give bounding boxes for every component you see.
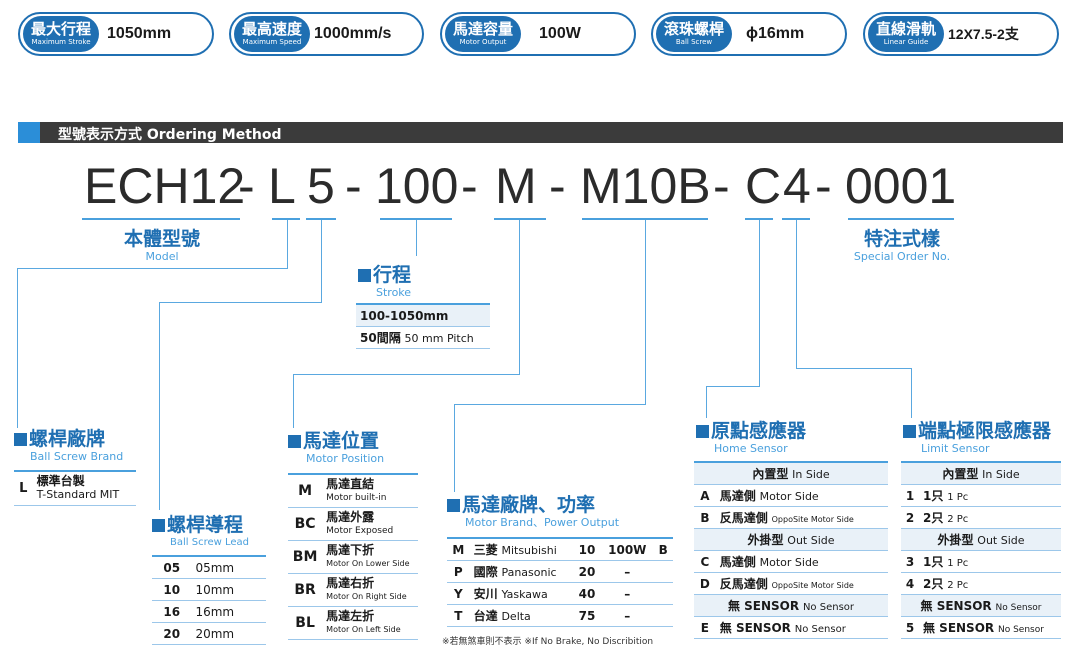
code-special: 0001 bbox=[845, 158, 957, 214]
code-dash: - bbox=[238, 158, 255, 214]
underline-position bbox=[494, 218, 546, 220]
special-order-label: 特注式樣 Special Order No. bbox=[853, 228, 951, 263]
table-row: 無 SENSOR No Sensor bbox=[694, 594, 888, 617]
limit-sensor-title: 端點極限感應器 Limit Sensor bbox=[903, 420, 1051, 455]
header-square-icon bbox=[18, 122, 40, 143]
ordering-method-header: 型號表示方式 Ordering Method bbox=[18, 122, 1063, 143]
table-row: 外掛型 Out Side bbox=[694, 528, 888, 551]
code-lead: 5 bbox=[307, 158, 335, 214]
position-title: 馬達位置 Motor Position bbox=[288, 430, 384, 465]
code-dash: - bbox=[549, 158, 566, 214]
motor-note: ※若無煞車則不表示 ※If No Brake, No Discribition bbox=[442, 637, 654, 647]
stroke-table: 100-1050mm 50間隔 50 mm Pitch bbox=[356, 303, 490, 349]
square-bullet-icon bbox=[447, 499, 460, 512]
model-label: 本體型號 Model bbox=[123, 228, 200, 263]
square-bullet-icon bbox=[358, 269, 371, 282]
table-row: 外掛型 Out Side bbox=[901, 528, 1061, 551]
code-body: ECH12 bbox=[84, 158, 246, 214]
code-brand: L bbox=[268, 158, 296, 214]
underline-motor bbox=[582, 218, 708, 220]
square-bullet-icon bbox=[14, 433, 27, 446]
square-bullet-icon bbox=[152, 519, 165, 532]
code-position: M bbox=[495, 158, 537, 214]
code-dash: - bbox=[345, 158, 362, 214]
code-dash: - bbox=[713, 158, 730, 214]
stroke-title: 行程 Stroke bbox=[358, 264, 411, 299]
spec-value: 12X7.5-2支 bbox=[948, 26, 1019, 42]
underline-special bbox=[848, 218, 954, 220]
code-stroke: 100 bbox=[375, 158, 459, 214]
spec-value: 100W bbox=[539, 25, 581, 42]
square-bullet-icon bbox=[288, 435, 301, 448]
spec-value: 1050mm bbox=[107, 25, 172, 42]
table-row: 無 SENSOR No Sensor bbox=[901, 594, 1061, 617]
spec-value: ϕ16mm bbox=[746, 25, 805, 42]
code-home: C bbox=[745, 158, 782, 214]
underline-limit bbox=[782, 218, 810, 220]
square-bullet-icon bbox=[903, 425, 916, 438]
code-dash: - bbox=[461, 158, 478, 214]
motor-title: 馬達廠牌、功率 Motor Brand、Power Output bbox=[447, 494, 619, 529]
table-row: 內置型 In Side bbox=[901, 461, 1061, 485]
code-limit: 4 bbox=[783, 158, 811, 214]
square-bullet-icon bbox=[696, 425, 709, 438]
lead-title: 螺桿導程 Ball Screw Lead bbox=[152, 514, 249, 549]
code-motor: M10B bbox=[580, 158, 711, 214]
table-row: 50間隔 50 mm Pitch bbox=[356, 326, 490, 349]
underline-home bbox=[745, 218, 773, 220]
underline-body bbox=[82, 218, 240, 220]
table-row: 內置型 In Side bbox=[694, 461, 888, 485]
brand-title: 螺桿廠牌 Ball Screw Brand bbox=[14, 428, 123, 463]
table-row: 100-1050mm bbox=[356, 303, 490, 327]
underline-lead bbox=[306, 218, 336, 220]
underline-brand bbox=[272, 218, 300, 220]
code-dash: - bbox=[815, 158, 832, 214]
spec-value: 1000mm/s bbox=[314, 25, 392, 42]
home-sensor-title: 原點感應器 Home Sensor bbox=[696, 420, 806, 455]
header-title: 型號表示方式 Ordering Method bbox=[58, 127, 282, 143]
underline-stroke bbox=[380, 218, 452, 220]
